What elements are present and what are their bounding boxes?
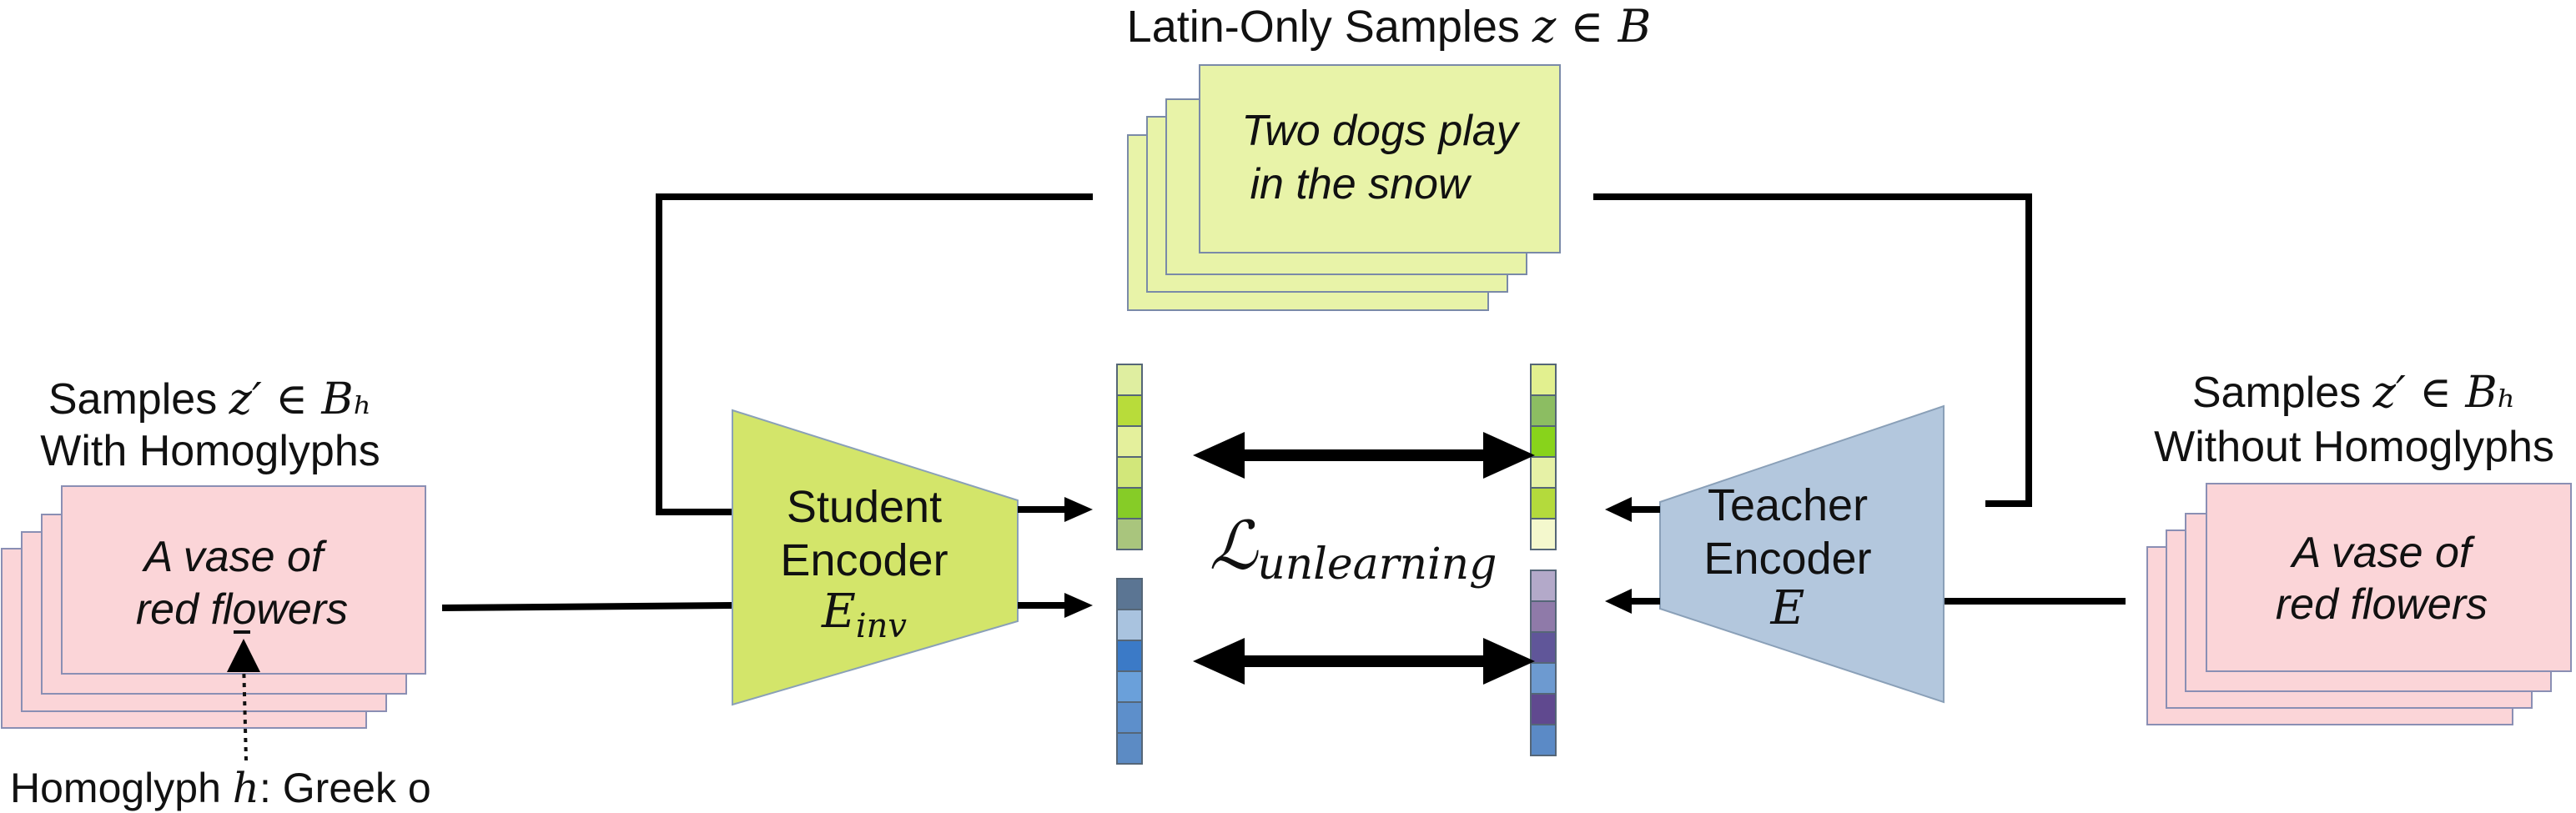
right-samples-label-line2: Without Homoglyphs <box>2154 423 2554 471</box>
teacher-encoder-line1: Teacher <box>1708 480 1868 530</box>
homoglyph-pointer-line <box>242 660 248 761</box>
teacher-homoglyph-embedding-cell <box>1530 724 1557 756</box>
left-samples-to-student-line <box>441 602 733 611</box>
student-latin-embedding-cell <box>1116 456 1143 489</box>
alignment-arrows <box>1193 432 1535 685</box>
student-homoglyph-embedding-cell <box>1116 609 1143 641</box>
teacher-encoder-line2: Encoder <box>1703 534 1871 584</box>
student-homoglyph-embedding-cell <box>1116 578 1143 610</box>
right-samples-label-line1: Samples z′ ∈ Bₕ <box>2192 368 2516 418</box>
right-samples-stack: A vase of red flowers <box>2146 483 2572 725</box>
unlearning-loss-label: ℒunlearning <box>1210 507 1497 590</box>
teacher-homoglyph-embedding <box>1530 570 1557 756</box>
alignment-arrow-bottom <box>1193 638 1535 685</box>
student-latin-embedding-cell <box>1116 518 1143 550</box>
right-card-line1: A vase of <box>2290 529 2475 577</box>
latin-card-line2: in the snow <box>1250 160 1472 208</box>
student-output-arrow-bottom <box>1064 593 1093 618</box>
teacher-homoglyph-embedding-cell <box>1530 570 1557 602</box>
student-encoder-line1: Student <box>787 482 942 532</box>
teacher-latin-embedding <box>1530 364 1557 550</box>
student-homoglyph-embedding-cell <box>1116 640 1143 672</box>
teacher-latin-embedding-cell <box>1530 456 1557 489</box>
homoglyph-pointer-arrowhead <box>227 639 260 672</box>
student-latin-embedding <box>1116 364 1143 550</box>
latin-samples-label: Latin-Only Samples z ∈ B <box>1127 0 1652 53</box>
teacher-homoglyph-embedding-cell <box>1530 631 1557 664</box>
latin-sample-card <box>1199 64 1561 253</box>
left-card-line1: A vase of <box>142 533 327 581</box>
right-card-line2: red flowers <box>2276 580 2488 629</box>
teacher-output-arrow-bottom <box>1605 589 1632 614</box>
teacher-latin-embedding-cell <box>1530 394 1557 427</box>
student-homoglyph-embedding-cell <box>1116 732 1143 765</box>
student-homoglyph-embedding-cell <box>1116 701 1143 734</box>
left-card-line2: red flowers <box>136 585 348 634</box>
student-homoglyph-embedding <box>1116 578 1143 765</box>
student-encoder-shape <box>732 409 1019 706</box>
latin-samples-stack: Two dogs play in the snow <box>1127 64 1561 311</box>
latin-to-student-line <box>656 193 1093 515</box>
student-output-arrow-top <box>1064 497 1093 522</box>
teacher-latin-embedding-cell <box>1530 364 1557 396</box>
student-latin-embedding-cell <box>1116 425 1143 458</box>
homoglyph-label: Homoglyph h: Greek o <box>10 764 431 812</box>
teacher-homoglyph-embedding-cell <box>1530 600 1557 633</box>
student-encoder: Student Encoder Einv <box>732 409 1019 706</box>
teacher-latin-embedding-cell <box>1530 425 1557 458</box>
student-encoder-symbol: Einv <box>821 585 907 645</box>
left-samples-stack: A vase of red flowers <box>1 485 426 729</box>
latin-card-line1: Two dogs play <box>1241 107 1520 155</box>
student-homoglyph-embedding-cell <box>1116 670 1143 703</box>
encoder-output-arrows <box>1018 497 1660 618</box>
student-latin-embedding-cell <box>1116 394 1143 427</box>
connector-lines <box>441 193 2126 611</box>
alignment-arrow-top <box>1193 432 1535 479</box>
right-sample-card <box>2206 483 2572 672</box>
teacher-latin-embedding-cell <box>1530 487 1557 519</box>
teacher-latin-embedding-cell <box>1530 518 1557 550</box>
latin-to-teacher-line <box>1593 193 2032 507</box>
left-samples-label-line2: With Homoglyphs <box>40 427 380 475</box>
teacher-encoder-symbol: E <box>1770 581 1805 635</box>
teacher-encoder: Teacher Encoder E <box>1659 404 1945 704</box>
student-latin-embedding-cell <box>1116 364 1143 396</box>
teacher-homoglyph-embedding-cell <box>1530 662 1557 695</box>
teacher-homoglyph-embedding-cell <box>1530 693 1557 725</box>
student-latin-embedding-cell <box>1116 487 1143 519</box>
teacher-encoder-shape <box>1659 404 1945 704</box>
teacher-output-arrow-top <box>1605 497 1632 522</box>
student-encoder-line2: Encoder <box>780 535 948 585</box>
left-samples-label-line1: Samples z′ ∈ Bₕ <box>48 374 372 424</box>
